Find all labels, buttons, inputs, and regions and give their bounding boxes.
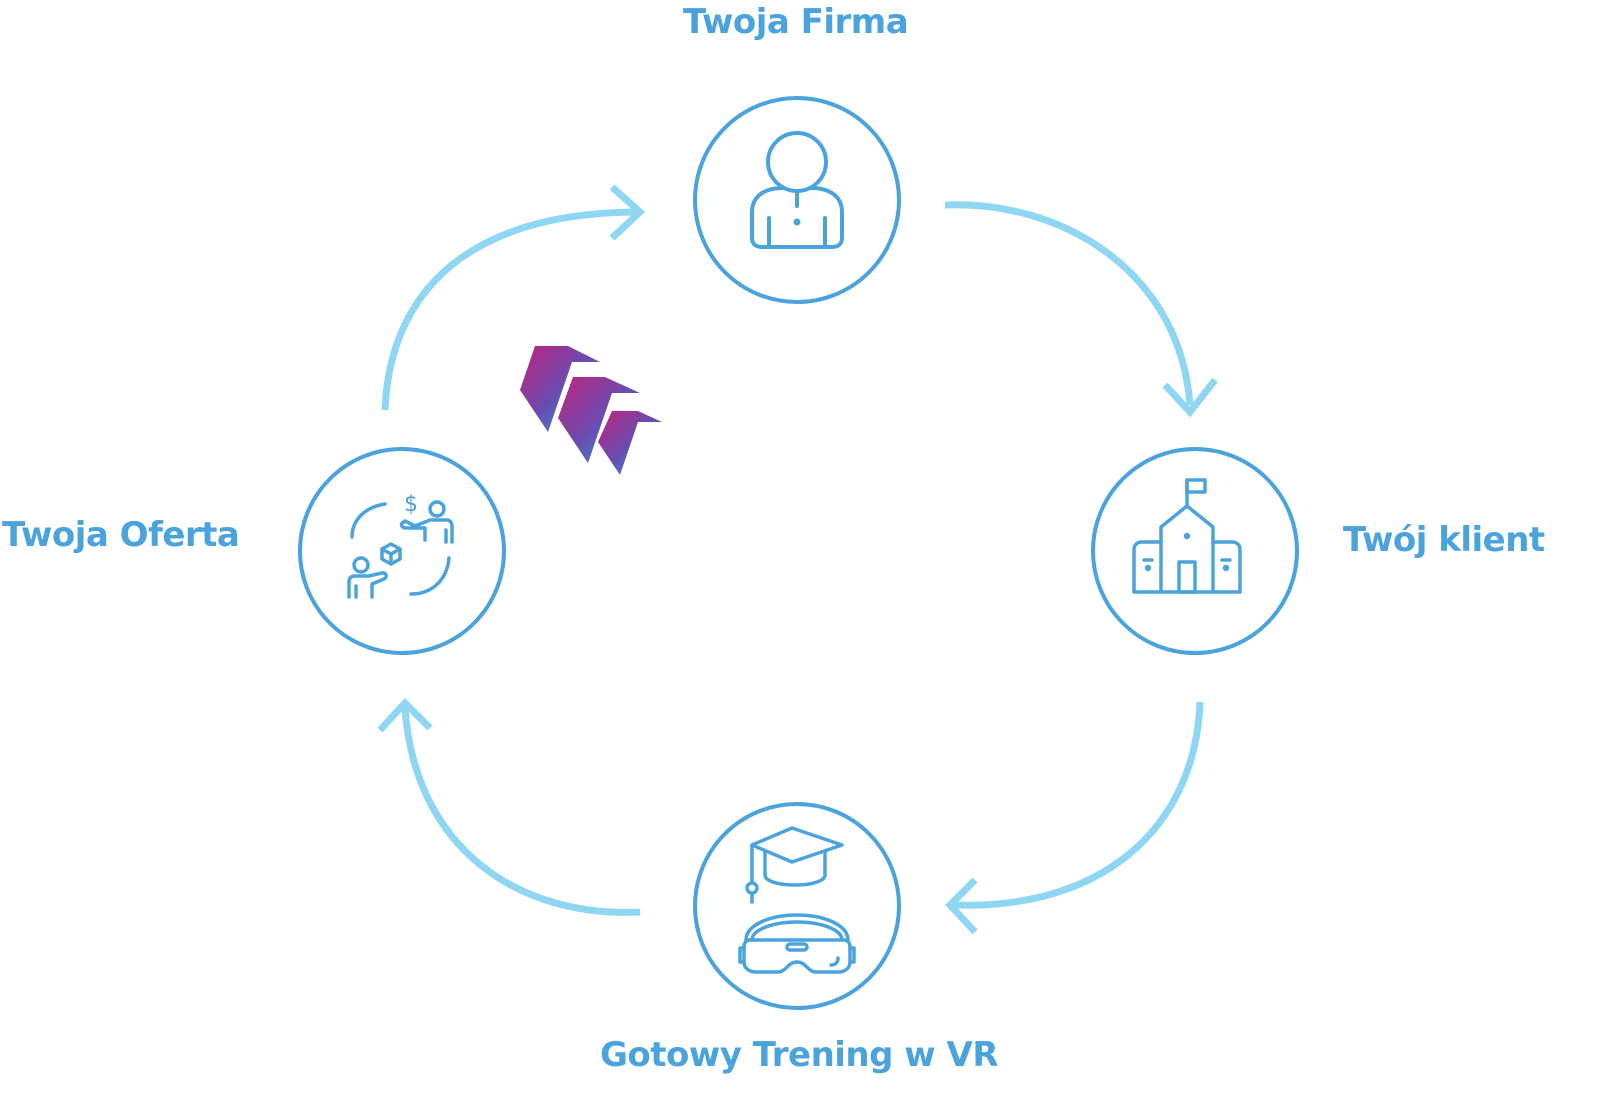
node-circle-firma [693, 96, 901, 304]
school-building-icon [1132, 478, 1242, 594]
node-circle-klient [1091, 447, 1299, 655]
graduation-cap-vr-headset-icon [738, 826, 856, 974]
node-label-oferta: Twoja Oferta [2, 515, 240, 555]
dollar-sign: $ [404, 492, 418, 517]
arrow-oferta-to-firma [381, 184, 646, 411]
node-circle-oferta [298, 447, 506, 655]
arrow-vr-to-oferta [377, 697, 641, 916]
arrow-firma-to-klient [944, 201, 1218, 418]
graduation-cap-icon [745, 826, 844, 904]
node-circle-vr [693, 802, 901, 1010]
exchange-people-icon: $ [347, 492, 454, 599]
person-icon [750, 131, 844, 249]
vr-headset-icon [738, 913, 856, 974]
node-label-firma: Twoja Firma [683, 2, 909, 42]
brand-chevron-logo [520, 346, 662, 475]
node-label-vr: Gotowy Trening w VR [600, 1035, 999, 1075]
arrow-klient-to-vr [945, 701, 1204, 935]
node-label-klient: Twój klient [1343, 520, 1545, 560]
